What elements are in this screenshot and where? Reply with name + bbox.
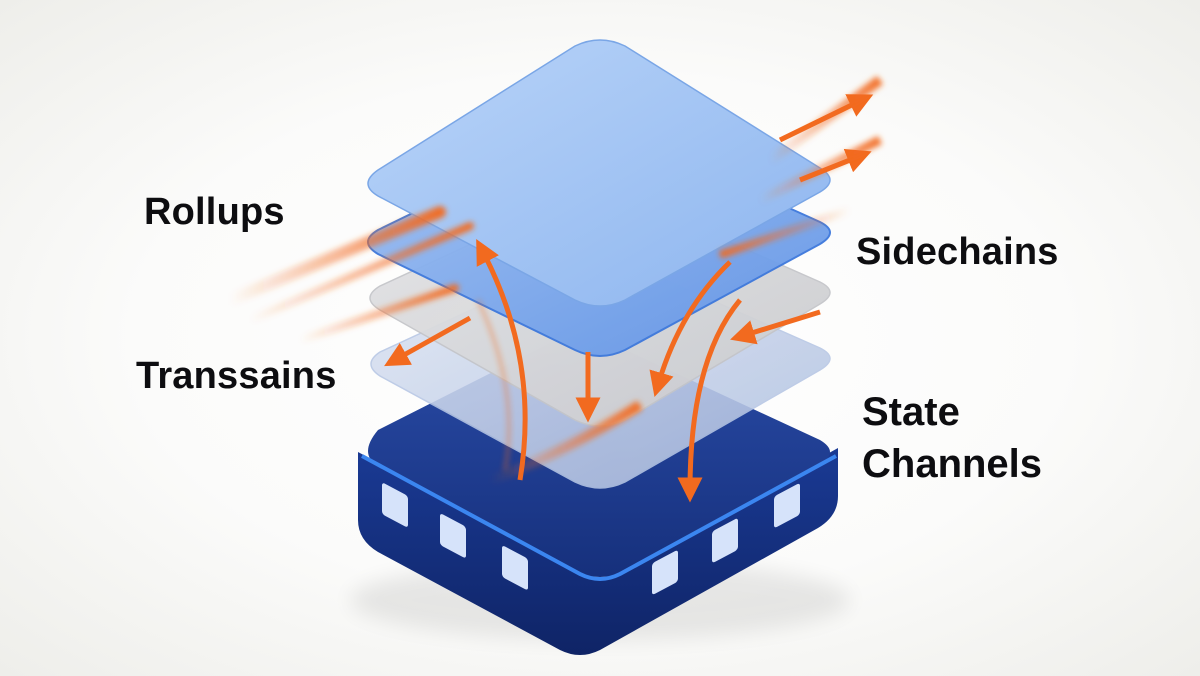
flow-arrow-icon [224,75,883,503]
state-channels-line-2: Channels [862,442,1043,486]
transactions-label: Transsains [136,355,337,397]
sidechains-label: Sidechains [856,231,1059,273]
state-channels-line-1: State [862,390,960,434]
state-channels-label: State Channels [862,386,1042,490]
rollups-label: Rollups [144,191,285,233]
